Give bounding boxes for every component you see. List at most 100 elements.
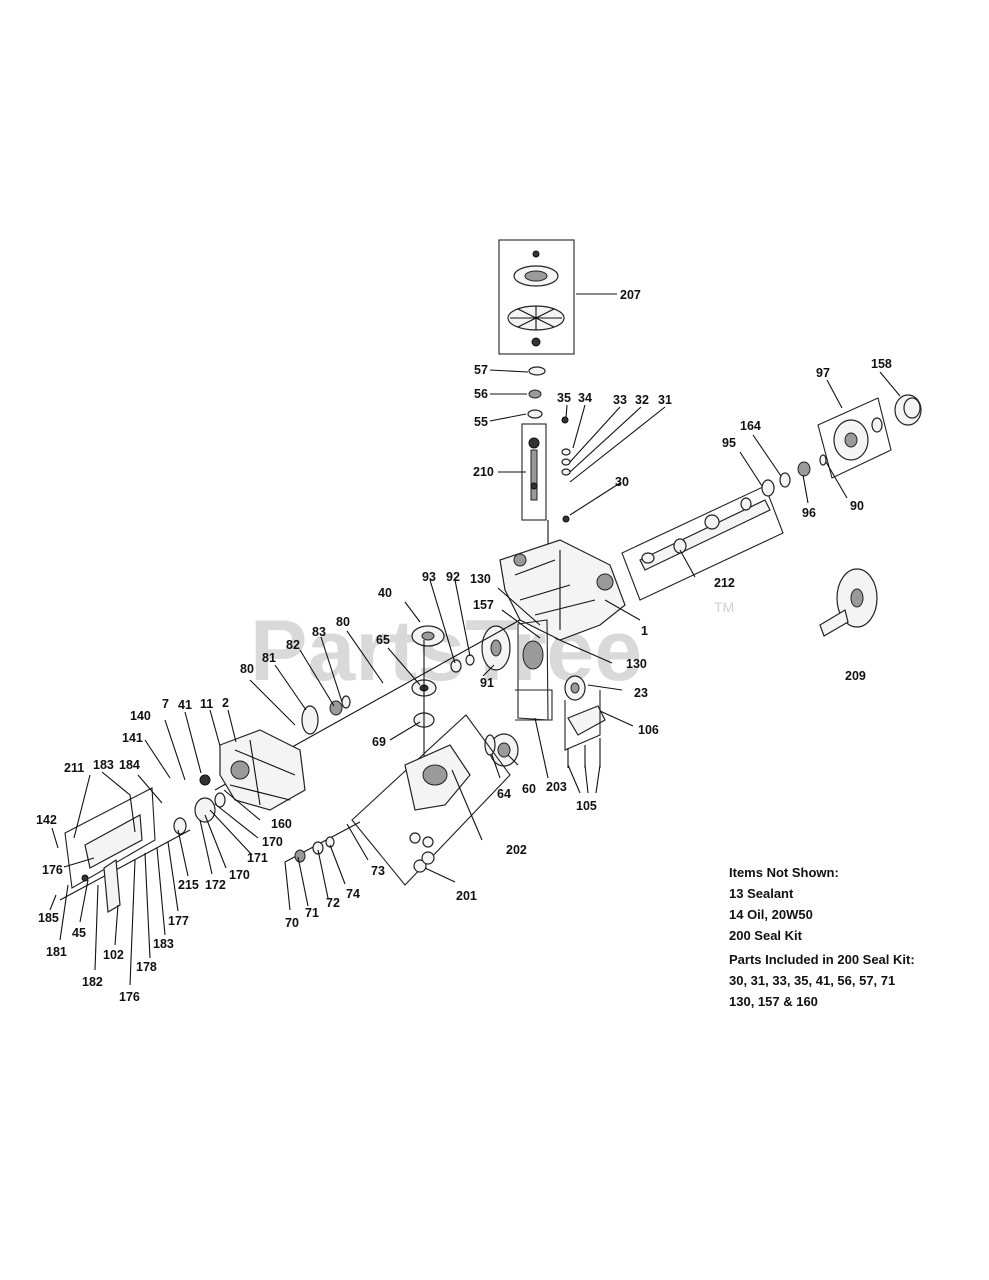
callout-171: 171 [247,851,268,865]
callout-7: 7 [162,697,169,711]
callout-183-bottom: 183 [153,937,174,951]
callout-209: 209 [845,669,866,683]
callout-178: 178 [136,960,157,974]
callout-57: 57 [474,363,488,377]
callout-30: 30 [615,475,629,489]
callout-2: 2 [222,696,229,710]
motor-end-cap-box [351,714,511,886]
transaxle-housing [499,539,626,641]
not-shown-item: 200 Seal Kit [729,928,802,943]
input-shaft-stack [521,366,549,552]
callout-80-lower: 80 [240,662,254,676]
callout-11: 11 [200,697,213,711]
callout-202: 202 [506,843,527,857]
callout-164: 164 [740,419,761,433]
callout-83: 83 [312,625,326,639]
notes-panel: Items Not Shown: 13 Sealant 14 Oil, 20W5… [729,862,959,1012]
callout-93: 93 [422,570,436,584]
callout-160: 160 [271,817,292,831]
brake-assembly-box [59,787,226,913]
callout-207: 207 [620,288,641,302]
callout-176-bottom: 176 [119,990,140,1004]
callout-73: 73 [371,864,385,878]
callout-23: 23 [634,686,648,700]
callout-201: 201 [456,889,477,903]
callout-71: 71 [305,906,319,920]
small-hardware-30-35 [561,416,571,523]
motor-shaft-70-74 [284,821,361,863]
right-hub-assembly [761,394,922,497]
callout-labels: 207 57 56 55 210 35 34 33 32 31 30 97 15… [36,288,892,1004]
callout-157: 157 [473,598,494,612]
not-shown-item: 14 Oil, 20W50 [729,907,813,922]
watermark-tm: TM [714,599,734,615]
seal-kit-title: Parts Included in 200 Seal Kit: [729,952,915,967]
callout-33: 33 [613,393,627,407]
callout-32: 32 [635,393,649,407]
input-shaft-gears [301,695,351,735]
leader-lines [49,293,901,986]
callout-92: 92 [446,570,460,584]
callout-181: 181 [46,945,67,959]
callout-170-lower: 170 [229,868,250,882]
callout-185: 185 [38,911,59,925]
callout-177: 177 [168,914,189,928]
callout-96: 96 [802,506,816,520]
center-gear-train [411,625,511,760]
callout-45: 45 [72,926,86,940]
callout-210: 210 [473,465,494,479]
axle-flange-209 [819,568,878,637]
callout-97: 97 [816,366,830,380]
callout-130-top: 130 [470,572,491,586]
fan-pulley-assembly-box [498,239,575,355]
callout-34: 34 [578,391,592,405]
center-section-box [515,619,553,721]
callout-41: 41 [178,698,192,712]
callout-60: 60 [522,782,536,796]
callout-91: 91 [480,676,494,690]
callout-102: 102 [103,948,124,962]
callout-170-upper: 170 [262,835,283,849]
right-side-components [564,675,606,768]
callout-172: 172 [205,878,226,892]
callout-142: 142 [36,813,57,827]
callout-141: 141 [122,731,143,745]
callout-72: 72 [326,896,340,910]
callout-211: 211 [64,761,84,775]
callout-203: 203 [546,780,567,794]
callout-1: 1 [641,624,648,638]
callout-31: 31 [658,393,672,407]
callout-65: 65 [376,633,390,647]
callout-130-bottom: 130 [626,657,647,671]
callout-105: 105 [576,799,597,813]
items-not-shown-title: Items Not Shown: [729,865,839,880]
callout-158: 158 [871,357,892,371]
callout-80-upper: 80 [336,615,350,629]
callout-82: 82 [286,638,300,652]
callout-184: 184 [119,758,140,772]
callout-55: 55 [474,415,488,429]
callout-69: 69 [372,735,386,749]
callout-70: 70 [285,916,299,930]
callout-182: 182 [82,975,103,989]
bearings-60-64 [484,733,519,767]
not-shown-item: 13 Sealant [729,886,794,901]
right-axle-assembly [621,485,784,601]
callout-56: 56 [474,387,488,401]
callout-64: 64 [497,787,511,801]
callout-40: 40 [378,586,392,600]
seal-kit-line: 130, 157 & 160 [729,994,818,1009]
callout-140: 140 [130,709,151,723]
callout-35: 35 [557,391,571,405]
callout-183-top: 183 [93,758,114,772]
seal-kit-line: 30, 31, 33, 35, 41, 56, 57, 71 [729,973,896,988]
callout-95: 95 [722,436,736,450]
callout-81: 81 [262,651,276,665]
callout-74: 74 [346,887,360,901]
callout-215: 215 [178,878,199,892]
callout-176-left: 176 [42,863,63,877]
callout-106: 106 [638,723,659,737]
callout-212: 212 [714,576,735,590]
left-housing [199,729,306,811]
